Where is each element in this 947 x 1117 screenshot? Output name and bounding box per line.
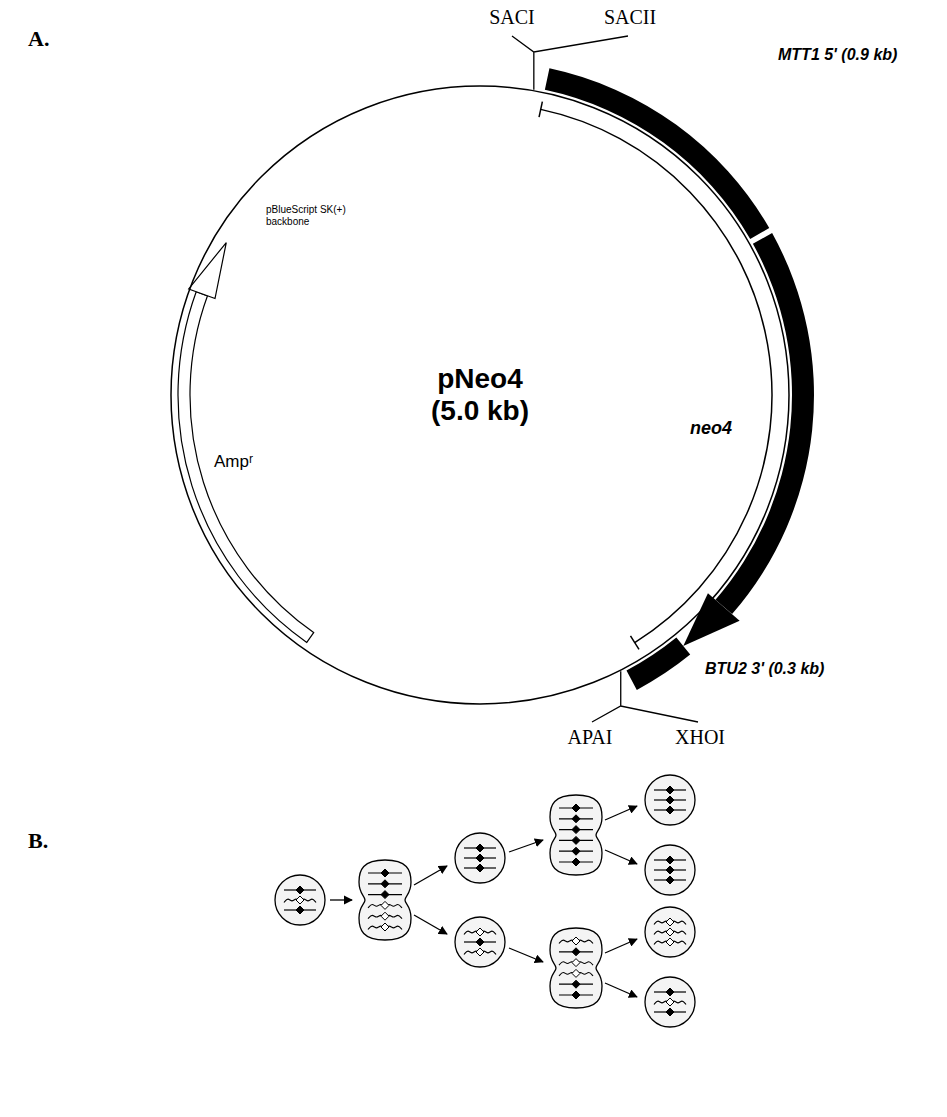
- centromere: [572, 858, 580, 866]
- centromere: [572, 959, 580, 967]
- centromere: [476, 928, 484, 936]
- arrow: [605, 939, 637, 953]
- centromere: [572, 836, 580, 844]
- cell-outline: [645, 775, 695, 825]
- cell: [645, 977, 695, 1027]
- plasmid-map: [178, 36, 814, 722]
- cell-outline: [645, 907, 695, 957]
- centromere: [666, 928, 674, 936]
- site-tick: [592, 671, 698, 722]
- arc-tick: [630, 636, 638, 650]
- centromere: [666, 856, 674, 864]
- cell-outline: [550, 928, 602, 1008]
- cell-outline: [455, 833, 505, 883]
- centromere: [476, 864, 484, 872]
- cell-outline: [359, 860, 411, 940]
- site-label: SACI: [489, 6, 535, 29]
- arrow: [509, 840, 543, 852]
- region-label: MTT1 5' (0.9 kb): [778, 46, 897, 64]
- arrow: [605, 850, 637, 864]
- amp-arrowhead: [189, 243, 227, 299]
- centromere: [476, 844, 484, 852]
- centromere: [572, 937, 580, 945]
- gene-label: neo4: [690, 418, 732, 439]
- cell-outline: [645, 845, 695, 895]
- site-label: APAI: [568, 726, 613, 749]
- cell-outline: [645, 977, 695, 1027]
- plasmid-backbone: [171, 86, 789, 704]
- centromere: [572, 815, 580, 823]
- cell-division: [275, 775, 695, 1027]
- arrow: [605, 806, 637, 820]
- centromere: [296, 896, 304, 904]
- cell-outline: [550, 795, 602, 875]
- centromere: [666, 806, 674, 814]
- dividing-cell: [550, 928, 602, 1008]
- centromere: [572, 969, 580, 977]
- centromere: [296, 906, 304, 914]
- centromere: [666, 796, 674, 804]
- arrow: [605, 983, 637, 997]
- amp-band: [178, 292, 314, 643]
- site-label: SACII: [604, 6, 656, 29]
- dividing-cell: [550, 795, 602, 875]
- cell: [645, 845, 695, 895]
- centromere: [381, 901, 389, 909]
- cell: [275, 875, 325, 925]
- centromere: [381, 923, 389, 931]
- cell-outline: [455, 917, 505, 967]
- cell: [645, 775, 695, 825]
- centromere: [666, 786, 674, 794]
- centromere: [476, 938, 484, 946]
- centromere: [476, 948, 484, 956]
- arrow: [414, 915, 447, 934]
- centromere: [572, 980, 580, 988]
- region-label: BTU2 3' (0.3 kb): [705, 660, 824, 678]
- centromere: [666, 938, 674, 946]
- centromere: [572, 948, 580, 956]
- centromere: [666, 918, 674, 926]
- dividing-cell: [359, 860, 411, 940]
- centromere: [381, 880, 389, 888]
- arrow: [330, 899, 352, 900]
- arrow: [414, 866, 447, 885]
- backbone-label: pBlueScript SK(+) backbone: [266, 204, 358, 227]
- cell-outline: [275, 875, 325, 925]
- centromere: [476, 854, 484, 862]
- centromere: [572, 804, 580, 812]
- panel-label: A.: [28, 26, 49, 51]
- plasmid-name: pNeo4 (5.0 kb): [410, 363, 550, 427]
- centromere: [296, 886, 304, 894]
- centromere: [666, 1008, 674, 1016]
- centromere: [572, 991, 580, 999]
- centromere: [572, 847, 580, 855]
- arrow: [509, 948, 543, 962]
- gene-label: Ampʳ: [214, 452, 253, 472]
- site-label: XHOI: [675, 726, 725, 749]
- centromere: [666, 998, 674, 1006]
- panel-label: B.: [28, 828, 48, 853]
- cell: [455, 917, 505, 967]
- centromere: [666, 866, 674, 874]
- mtt1-band: [545, 68, 769, 239]
- insert-arc: [541, 109, 772, 642]
- cell: [455, 833, 505, 883]
- cell: [645, 907, 695, 957]
- centromere: [381, 912, 389, 920]
- centromere: [572, 826, 580, 834]
- centromere: [666, 876, 674, 884]
- plasmid-circle: pNeo4 (5.0 kb): [170, 85, 790, 705]
- site-tick: [512, 36, 628, 90]
- centromere: [381, 869, 389, 877]
- arc-tick: [539, 102, 542, 118]
- centromere: [381, 891, 389, 899]
- centromere: [666, 988, 674, 996]
